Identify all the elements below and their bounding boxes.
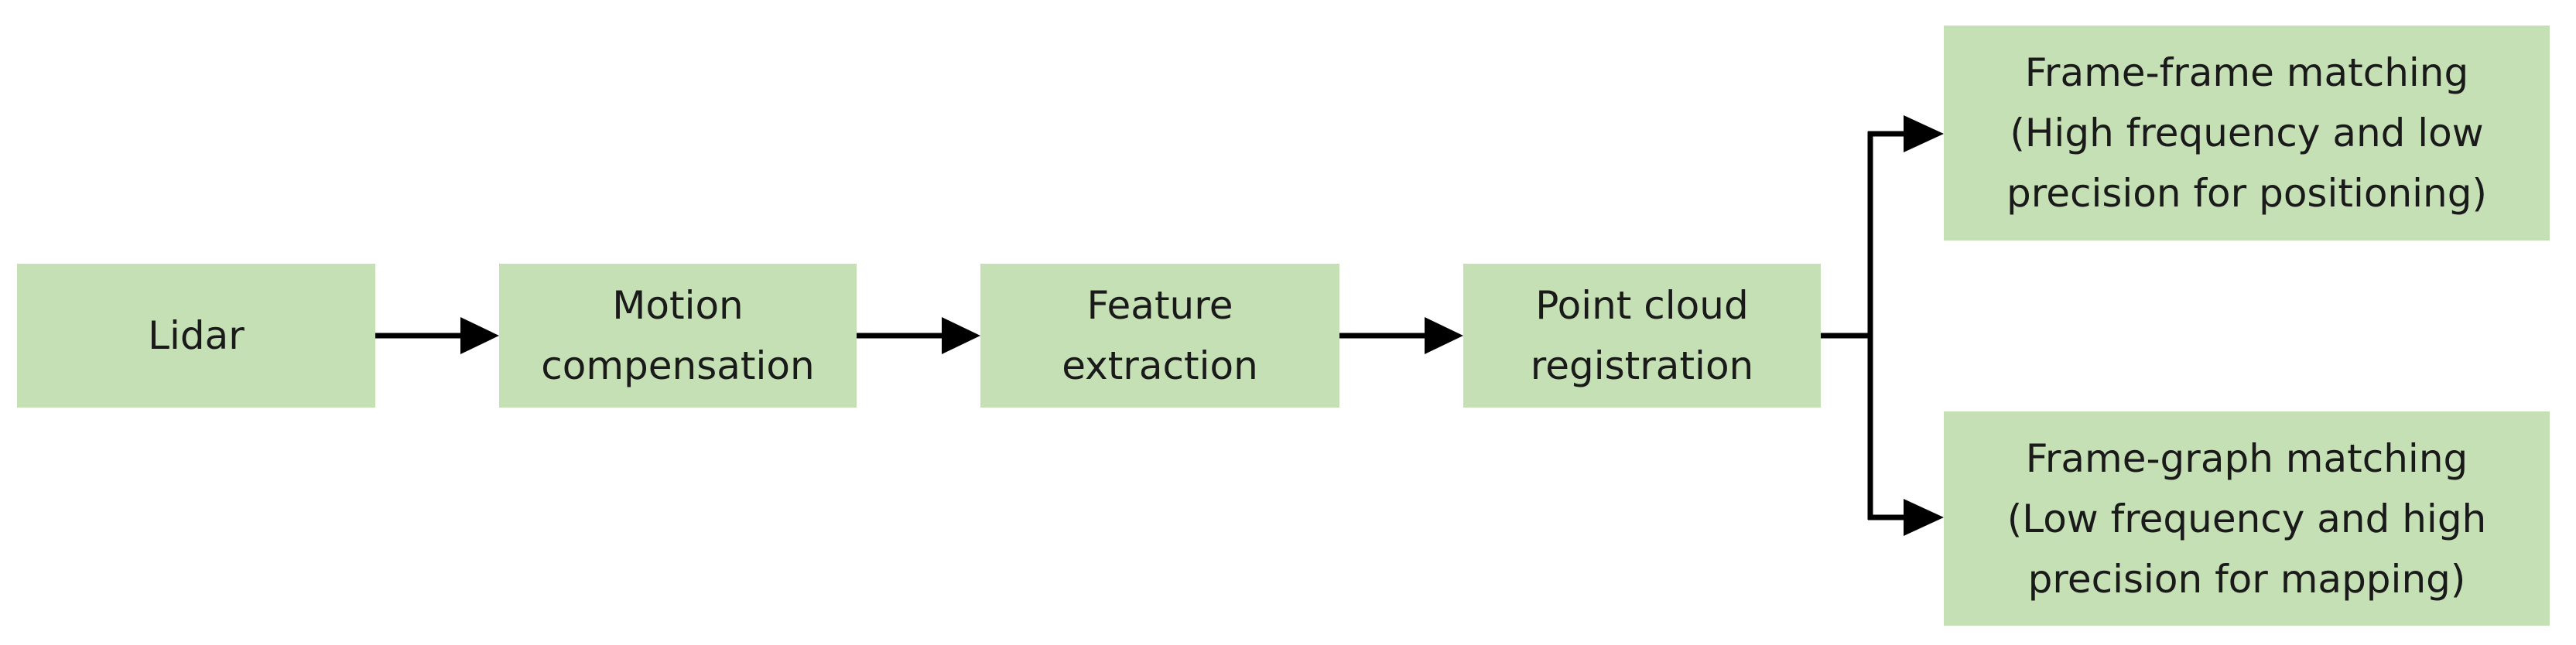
node-frame-graph-line-2: (Low frequency and high [2006, 496, 2487, 541]
node-frame-graph-line-1: Frame-graph matching [2025, 435, 2468, 481]
node-lidar: Lidar [17, 264, 375, 408]
arrow-lidar-to-motion [375, 317, 499, 354]
node-point-cloud-registration-line-2: registration [1530, 343, 1754, 388]
node-point-cloud-registration-line-1: Point cloud [1535, 283, 1749, 328]
arrow-motion-to-feature [857, 317, 980, 354]
arrow-registration-branch [1821, 115, 1944, 536]
node-frame-frame-line-3: precision for positioning) [2006, 171, 2487, 216]
node-frame-graph-matching: Frame-graph matching (Low frequency and … [1944, 411, 2550, 626]
node-frame-frame-line-1: Frame-frame matching [2024, 50, 2469, 95]
node-lidar-label: Lidar [148, 313, 245, 358]
node-frame-graph-line-3: precision for mapping) [2027, 556, 2466, 602]
node-feature-extraction-line-1: Feature [1086, 283, 1233, 328]
node-frame-frame-line-2: (High frequency and low [2010, 111, 2484, 155]
node-point-cloud-registration: Point cloud registration [1463, 264, 1821, 408]
node-feature-extraction: Feature extraction [980, 264, 1339, 408]
node-feature-extraction-line-2: extraction [1062, 343, 1258, 388]
node-motion-compensation: Motion compensation [499, 264, 857, 408]
arrow-feature-to-registration [1339, 317, 1463, 354]
node-motion-compensation-line-1: Motion [612, 283, 744, 328]
node-motion-compensation-line-2: compensation [541, 343, 815, 388]
node-frame-frame-matching: Frame-frame matching (High frequency and… [1944, 26, 2550, 241]
